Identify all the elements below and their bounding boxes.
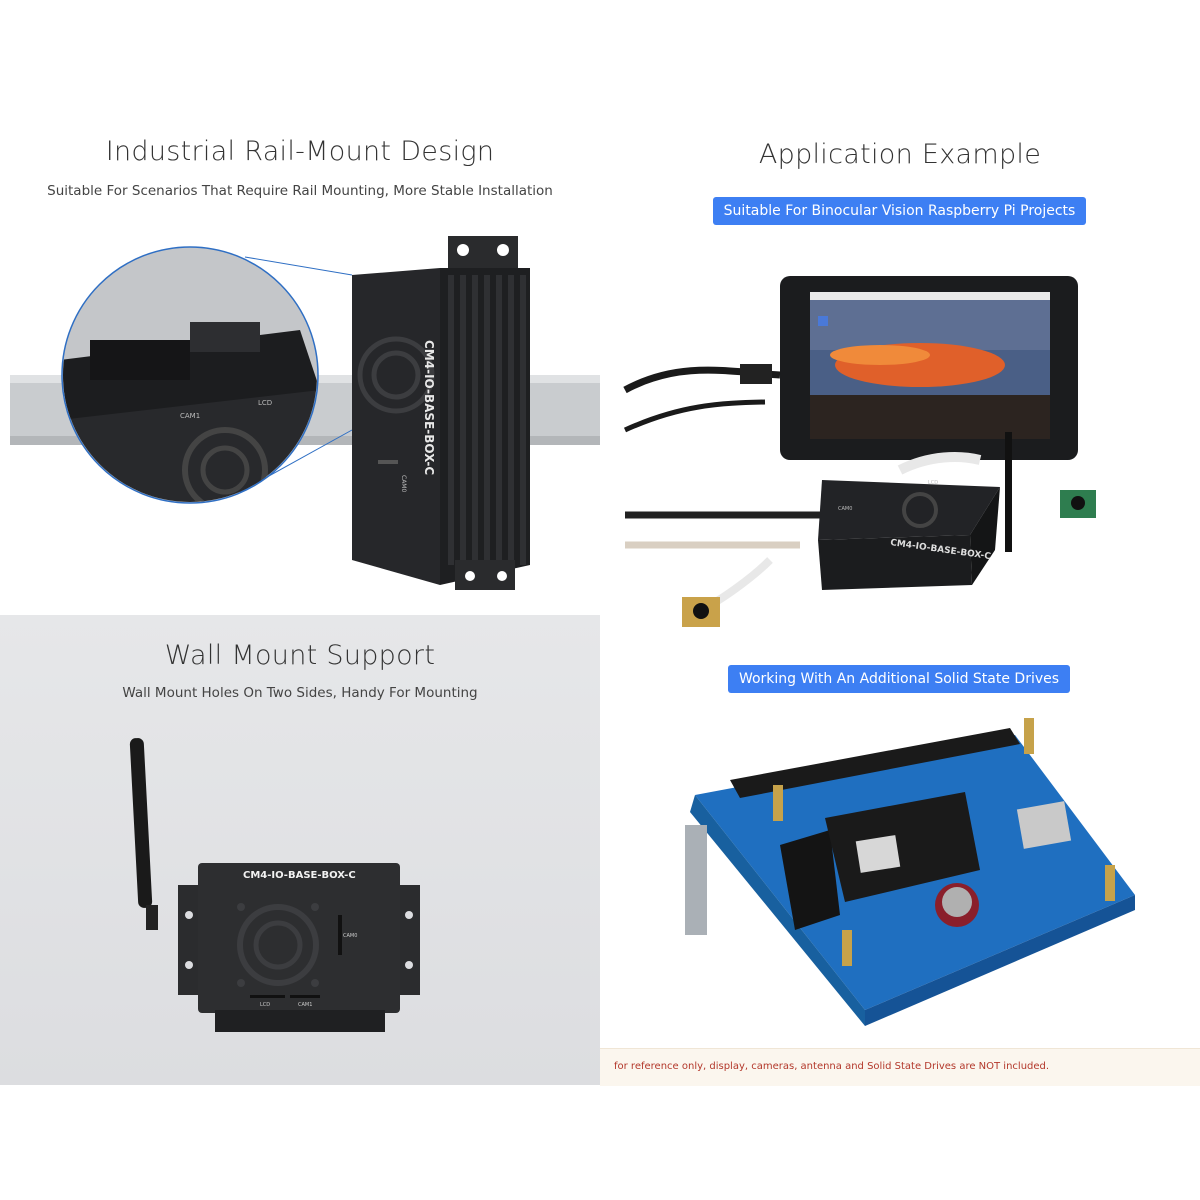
cm4-module [825, 792, 980, 902]
app-port-cam0: CAM0 [838, 506, 852, 512]
zoom-port-lcd: LCD [258, 399, 272, 407]
rail-subtitle: Suitable For Scenarios That Require Rail… [47, 183, 553, 199]
display-monitor [780, 276, 1078, 460]
wall-port-lcd: LCD [260, 1002, 270, 1008]
antenna [129, 738, 153, 908]
wall-port-cam1: CAM1 [298, 1002, 312, 1008]
wall-port-cam0: CAM0 [343, 933, 357, 939]
wall-title: Wall Mount Support [164, 640, 436, 671]
bracket-right [398, 885, 420, 995]
zoom-port-cam1: CAM1 [180, 412, 200, 420]
application-pill: Suitable For Binocular Vision Raspberry … [713, 197, 1086, 225]
rail-mount-panel: Industrial Rail-Mount Design Suitable Fo… [0, 0, 600, 615]
disclaimer-bar: for reference only, display, cameras, an… [600, 1048, 1200, 1086]
standoff-2 [773, 785, 783, 821]
ssd-panel: Working With An Additional Solid State D… [600, 640, 1200, 1085]
rail-device-label: CM4-IO-BASE-BOX-C [422, 340, 436, 475]
ssd-board-illustration [685, 718, 1135, 1026]
rail-title: Industrial Rail-Mount Design [105, 136, 495, 167]
app-port-lcd: LCD [928, 480, 938, 486]
standoff-3 [1105, 865, 1115, 901]
rail-mount-illustration: CM4-IO-BASE-BOX-C CAM0 CAM1 LCD [10, 236, 600, 590]
wall-device-label: CM4-IO-BASE-BOX-C [243, 870, 356, 881]
standoff-4 [842, 930, 852, 966]
application-title: Application Example [758, 139, 1042, 170]
application-device: CM4-IO-BASE-BOX-C LCD CAM0 [818, 432, 1012, 590]
bracket-left [178, 885, 200, 995]
application-panel: Application Example Suitable For Binocul… [600, 0, 1200, 640]
wall-mount-illustration: CM4-IO-BASE-BOX-C CAM0 LCD CAM1 [129, 738, 420, 1032]
application-illustration: CM4-IO-BASE-BOX-C LCD CAM0 [623, 276, 1096, 627]
rail-device: CM4-IO-BASE-BOX-C CAM0 [352, 236, 530, 590]
wall-mount-panel: Wall Mount Support Wall Mount Holes On T… [0, 615, 600, 1085]
ssd-pill: Working With An Additional Solid State D… [728, 665, 1070, 693]
disclaimer-text: for reference only, display, cameras, an… [614, 1061, 1050, 1072]
standoff-1 [1024, 718, 1034, 754]
zoom-detail: CAM1 LCD [61, 246, 353, 504]
rail-port-cam0: CAM0 [400, 475, 407, 492]
wall-subtitle: Wall Mount Holes On Two Sides, Handy For… [122, 685, 478, 701]
